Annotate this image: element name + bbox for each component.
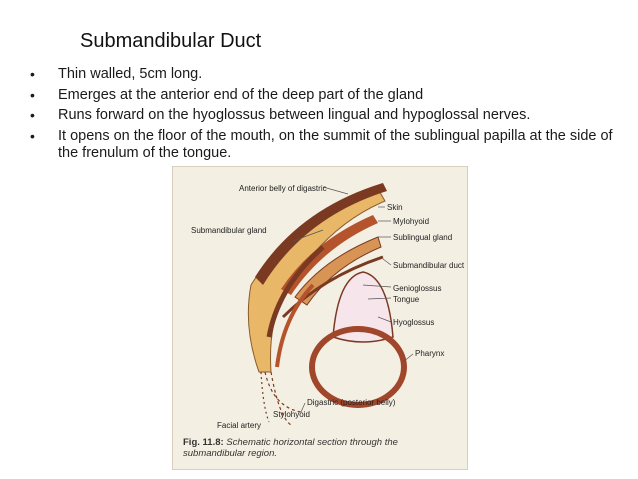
skin-band	[255, 183, 387, 285]
mylohyoid-band	[281, 215, 378, 295]
label-stylohyoid: Stylohyoid	[273, 410, 310, 419]
label-hyoglossus: Hyoglossus	[393, 318, 434, 327]
posterior-digastric-line	[264, 371, 302, 413]
label-skin: Skin	[387, 203, 403, 212]
facial-artery-line	[260, 371, 270, 423]
label-submandibular-gland: Submandibular gland	[191, 226, 267, 235]
label-sublingual-gland: Sublingual gland	[393, 233, 452, 242]
label-tongue: Tongue	[393, 295, 420, 304]
label-mylohyoid: Mylohyoid	[393, 217, 429, 226]
label-pharynx: Pharynx	[415, 349, 444, 358]
caption-number: Fig. 11.8:	[183, 437, 224, 448]
label-submandibular-duct: Submandibular duct	[393, 261, 465, 270]
pharynx-ring	[309, 326, 407, 408]
tongue-shape	[332, 271, 394, 343]
anatomy-diagram: Anterior belly of digastric Skin Mylohyo…	[191, 183, 465, 430]
slide-title: Submandibular Duct	[80, 30, 262, 52]
bullet-item: Thin walled, 5cm long.	[28, 66, 628, 84]
label-anterior-belly: Anterior belly of digastric	[239, 184, 327, 193]
caption-text: Schematic horizontal section through the…	[183, 437, 398, 459]
label-genioglossus: Genioglossus	[393, 284, 441, 293]
stylohyoid-line	[270, 371, 292, 426]
label-digastric-posterior: Digastric (posterior belly)	[307, 398, 396, 407]
figure-caption: Fig. 11.8: Schematic horizontal section …	[183, 437, 459, 459]
duct-line	[281, 255, 384, 319]
bullet-item: Runs forward on the hyoglossus between l…	[28, 107, 628, 125]
bullet-item: It opens on the floor of the mouth, on t…	[28, 128, 628, 163]
bullet-list: Thin walled, 5cm long. Emerges at the an…	[28, 66, 628, 166]
bullet-item: Emerges at the anterior end of the deep …	[28, 87, 628, 105]
anatomy-figure: Anterior belly of digastric Skin Mylohyo…	[172, 166, 468, 470]
inner-muscle-strip-2	[275, 283, 315, 368]
leader-lines	[292, 186, 414, 413]
label-facial-artery: Facial artery	[217, 421, 261, 430]
inner-muscle-strip	[266, 245, 325, 338]
